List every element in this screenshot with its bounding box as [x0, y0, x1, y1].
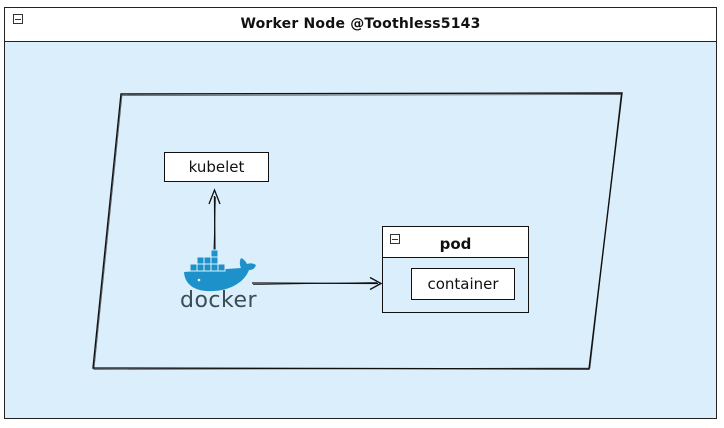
collapse-icon[interactable]: [13, 14, 23, 24]
node-parallelogram: [92, 92, 623, 370]
collapse-icon[interactable]: [390, 234, 400, 244]
docker-whale-icon: [184, 249, 256, 292]
kubelet-node[interactable]: kubelet: [164, 152, 269, 182]
docker-label: docker: [180, 288, 258, 313]
pod-title: pod: [439, 235, 472, 253]
arrow-icon: [251, 276, 383, 291]
pod-header: pod: [383, 227, 528, 258]
window-titlebar: Worker Node @Toothless5143: [5, 8, 716, 42]
window-title: Worker Node @Toothless5143: [240, 16, 481, 32]
worker-node-window: Worker Node @Toothless5143: [4, 7, 717, 419]
container-node[interactable]: container: [411, 268, 515, 300]
pod-node[interactable]: pod container: [382, 226, 529, 313]
